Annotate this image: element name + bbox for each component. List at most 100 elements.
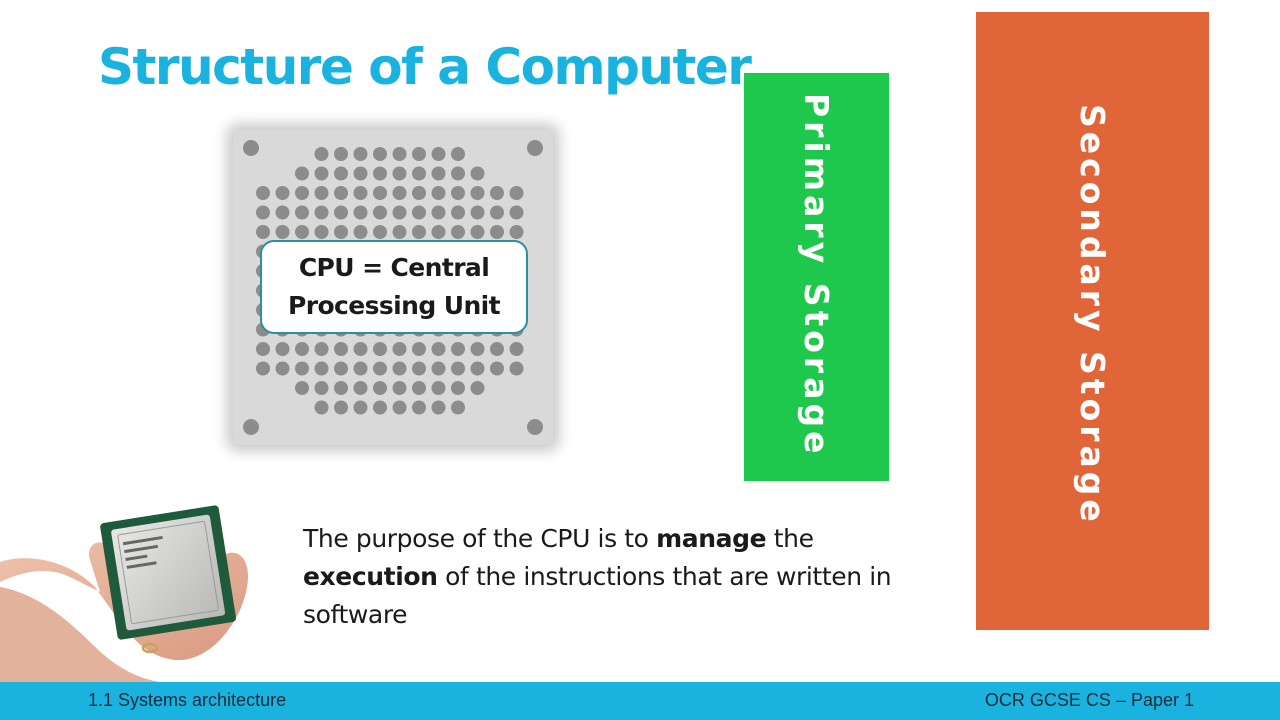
cpu-pin [275, 361, 290, 376]
cpu-pin [314, 400, 329, 415]
cpu-pin [295, 381, 309, 395]
cpu-pin [392, 225, 407, 239]
cpu-pin [509, 342, 524, 356]
cpu-pin [256, 342, 270, 356]
cpu-pin [314, 225, 329, 239]
cpu-pin [295, 361, 309, 376]
cpu-pin [373, 361, 387, 376]
cpu-pin [353, 205, 368, 220]
cpu-pin [431, 166, 446, 181]
cpu-pin [353, 381, 368, 395]
secondary-storage-block: Secondary Storage [976, 12, 1209, 630]
cpu-pin [353, 400, 368, 415]
cpu-label-line1: CPU = Central [298, 253, 490, 282]
slide-title: Structure of a Computer [98, 38, 752, 96]
cpu-pin [470, 381, 485, 395]
cpu-pin [470, 361, 485, 376]
cpu-pin [334, 361, 348, 376]
cpu-pin [392, 166, 407, 181]
cpu-pin [412, 361, 426, 376]
cpu-pin [314, 342, 329, 356]
cpu-pin [373, 205, 387, 220]
cpu-pin [490, 186, 504, 200]
cpu-pin [314, 205, 329, 220]
cpu-pin [451, 205, 465, 220]
cpu-pin [295, 205, 309, 220]
cpu-pin [392, 186, 407, 200]
cpu-pin [275, 205, 290, 220]
cpu-pin [373, 225, 387, 239]
cpu-pin [509, 361, 524, 376]
cpu-pin [392, 400, 407, 415]
cpu-pin [373, 342, 387, 356]
footer-topic: 1.1 Systems architecture [88, 690, 287, 710]
cpu-pin [334, 205, 348, 220]
cpu-pin [334, 166, 348, 181]
cpu-pin [334, 342, 348, 356]
mounting-hole [527, 419, 543, 435]
cpu-pin [470, 166, 485, 181]
cpu-pin [509, 205, 524, 220]
description-part2: the [766, 524, 814, 553]
cpu-pin [314, 186, 329, 200]
cpu-pin [451, 400, 465, 415]
cpu-pin [431, 205, 446, 220]
cpu-pin [353, 225, 368, 239]
cpu-pin [470, 342, 485, 356]
cpu-pin [256, 361, 270, 376]
cpu-pin [256, 225, 270, 239]
description-part1: The purpose of the CPU is to [303, 524, 657, 553]
cpu-pin [412, 186, 426, 200]
cpu-pin [314, 381, 329, 395]
cpu-pin [412, 225, 426, 239]
cpu-callout: CPU = Central Processing Unit [260, 240, 528, 334]
cpu-pin [334, 147, 348, 161]
cpu-pin [275, 225, 290, 239]
cpu-pin [412, 166, 426, 181]
cpu-purpose-text: The purpose of the CPU is to manage the … [303, 520, 903, 634]
cpu-pin [275, 342, 290, 356]
cpu-pin [392, 342, 407, 356]
hand-holding-cpu-image [0, 505, 248, 682]
cpu-pin [295, 342, 309, 356]
secondary-storage-label: Secondary Storage [1073, 104, 1112, 526]
cpu-pin [431, 186, 446, 200]
cpu-pin [353, 147, 368, 161]
cpu-pin [392, 381, 407, 395]
description-bold-manage: manage [656, 524, 767, 553]
cpu-pin [392, 361, 407, 376]
cpu-pin [373, 381, 387, 395]
mounting-hole [527, 140, 543, 156]
cpu-pin [470, 205, 485, 220]
cpu-label-line2: Processing Unit [288, 291, 501, 320]
cpu-pin [295, 225, 309, 239]
cpu-pin [412, 342, 426, 356]
cpu-pin [256, 186, 270, 200]
cpu-pin [490, 342, 504, 356]
cpu-pin [392, 205, 407, 220]
cpu-pin [353, 166, 368, 181]
cpu-pin [373, 166, 387, 181]
mounting-hole [243, 140, 259, 156]
cpu-pin [431, 400, 446, 415]
cpu-pin [490, 361, 504, 376]
cpu-pin [314, 361, 329, 376]
cpu-pin [295, 186, 309, 200]
cpu-pin [314, 147, 329, 161]
cpu-pin [431, 381, 446, 395]
cpu-pin [490, 205, 504, 220]
cpu-pin [334, 186, 348, 200]
description-part3: of the instructions that are written in … [303, 562, 892, 629]
cpu-pin [431, 342, 446, 356]
cpu-pin [451, 186, 465, 200]
cpu-pin [431, 361, 446, 376]
cpu-pin [451, 166, 465, 181]
cpu-pin [353, 361, 368, 376]
cpu-pin [334, 381, 348, 395]
description-bold-execution: execution [303, 562, 438, 591]
cpu-pin [451, 342, 465, 356]
cpu-pin [334, 400, 348, 415]
cpu-pin [353, 186, 368, 200]
cpu-pin [412, 400, 426, 415]
